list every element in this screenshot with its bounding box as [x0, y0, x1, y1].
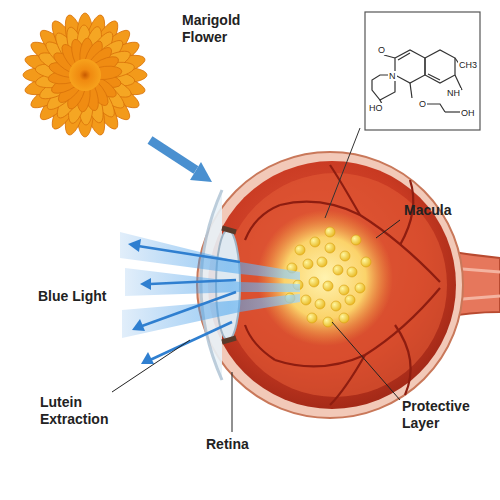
- blue-light-beam: [125, 268, 300, 296]
- lutein-dot: [310, 237, 320, 247]
- lutein-dot: [325, 227, 335, 237]
- blue-light-label: Blue Light: [38, 288, 106, 305]
- atom-label: O: [418, 99, 427, 109]
- lutein-dot: [333, 265, 343, 275]
- lutein-dot: [303, 259, 313, 269]
- atom-label: N: [388, 71, 397, 81]
- atom-label: CH3: [458, 60, 478, 70]
- atom-label: O: [377, 45, 386, 55]
- flow-arrowhead: [190, 162, 212, 182]
- lutein-dot: [317, 257, 327, 267]
- marigold-flower: [23, 13, 147, 137]
- reflected-light-arrows: [128, 239, 240, 364]
- macula-label: Macula: [404, 202, 451, 219]
- structure-box: [365, 12, 480, 130]
- lutein-dot: [323, 281, 333, 291]
- atom-label: HO: [368, 103, 384, 113]
- lutein-dot: [355, 283, 365, 293]
- lutein-dot: [331, 301, 341, 311]
- lutein-dot: [307, 313, 317, 323]
- flow-arrow: [150, 140, 196, 170]
- lutein-dot: [315, 299, 325, 309]
- leader-lines: [112, 220, 400, 432]
- lutein-dot: [351, 235, 361, 245]
- flower-center: [69, 59, 101, 91]
- macula-region: [257, 210, 393, 346]
- lutein-dot: [345, 295, 355, 305]
- protective-layer-label: Protective Layer: [402, 398, 484, 432]
- chemical-structure: [372, 50, 462, 112]
- lutein-dot: [295, 245, 305, 255]
- lutein-dot: [361, 257, 371, 267]
- atom-label: OH: [460, 108, 476, 118]
- flower-label: Marigold Flower: [182, 12, 262, 46]
- lutein-dot: [340, 251, 350, 261]
- lutein-dot: [323, 317, 333, 327]
- lutein-dot: [309, 277, 319, 287]
- lutein-label: Lutein Extraction: [40, 394, 124, 428]
- atom-label: NH: [446, 88, 461, 98]
- lutein-dot: [301, 295, 311, 305]
- leader-line: [325, 128, 360, 218]
- lutein-dot: [339, 313, 349, 323]
- lutein-dot: [347, 267, 357, 277]
- lutein-dot: [325, 243, 335, 253]
- retina-label: Retina: [206, 436, 249, 453]
- lutein-dot: [339, 285, 349, 295]
